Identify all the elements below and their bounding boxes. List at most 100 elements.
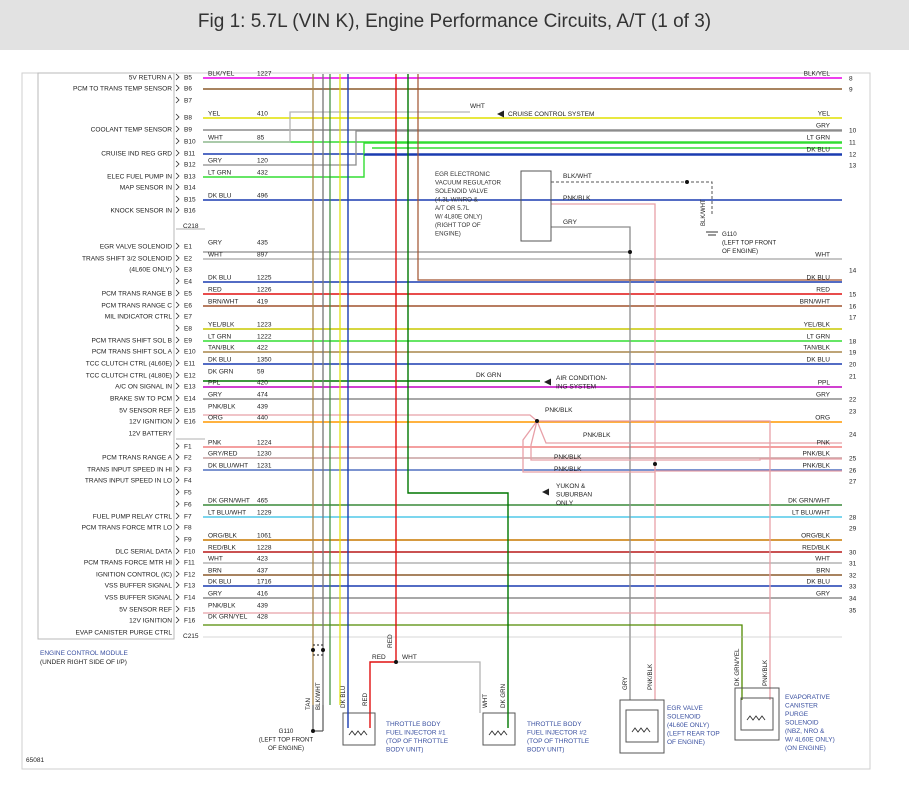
pin-id: F10 <box>184 549 196 556</box>
connector-number: 12 <box>849 152 857 159</box>
wire-color-label: GRY <box>208 240 223 247</box>
ecm-title: ENGINE CONTROL MODULE <box>40 650 129 657</box>
pin-id: B6 <box>184 86 192 93</box>
pin-function-label: PCM TRANS FORCE MTR HI <box>84 560 172 567</box>
cruise-system-label: CRUISE CONTROL SYSTEM <box>508 111 594 118</box>
pin-function-label: COOLANT TEMP SENSOR <box>91 127 173 134</box>
wire-color-label: BRN/WHT <box>208 299 238 306</box>
connector-pin-icon <box>175 500 180 508</box>
pin-function-label: EVAP CANISTER PURGE CTRL <box>76 630 173 637</box>
connector-number: 14 <box>849 268 857 275</box>
ecm-location: (UNDER RIGHT SIDE OF I/P) <box>40 659 127 666</box>
pin-id: E9 <box>184 338 192 345</box>
circuit-number: 59 <box>257 369 265 376</box>
wire-color-label: PNK/BLK <box>208 603 236 610</box>
pin-function-label: KNOCK SENSOR IN <box>110 208 172 215</box>
red-left-label: RED <box>372 654 386 661</box>
egr-valve-label: (4L60E ONLY) <box>667 722 709 729</box>
pin-id: E3 <box>184 267 192 274</box>
connector-number: 21 <box>849 374 857 381</box>
circuit-number: 1716 <box>257 579 272 586</box>
wire-color-label: DK GRN <box>208 369 234 376</box>
wire-color-label: ORG/BLK <box>208 533 238 540</box>
pin-id: B11 <box>184 151 195 158</box>
connector-number: 22 <box>849 397 857 404</box>
connector-pin-icon <box>175 183 180 191</box>
pin-id: E10 <box>184 349 196 356</box>
pnkblk-457-label: PNK/BLK <box>554 454 582 461</box>
connector-pin-icon <box>175 265 180 273</box>
circuit-number: 435 <box>257 240 268 247</box>
connector-number: 30 <box>849 550 857 557</box>
connector-c218-label: C218 <box>183 223 199 230</box>
pin-id: E8 <box>184 326 192 333</box>
vert-label-dkblu: DK BLU <box>340 686 347 708</box>
right-wire-label: BLK/YEL <box>804 71 831 78</box>
arrow-icon <box>497 110 504 118</box>
right-wire-label: GRY <box>816 591 831 598</box>
connector-pin-icon <box>175 206 180 214</box>
g110-top-label: OF ENGINE) <box>722 248 758 255</box>
pin-id: B8 <box>184 115 192 122</box>
circuit-number: 465 <box>257 498 268 505</box>
pin-function-label: VSS BUFFER SIGNAL <box>105 583 173 590</box>
egr-regulator-label: (4.3L W/NRO & <box>435 197 479 204</box>
page-title: Fig 1: 5.7L (VIN K), Engine Performance … <box>197 11 712 32</box>
connector-pin-icon <box>175 336 180 344</box>
pin-id: E1 <box>184 244 192 251</box>
pin-function-label: CRUISE IND REG GRD <box>101 151 172 158</box>
wire-color-label: YEL/BLK <box>208 322 235 329</box>
wire-ltgrn-b13 <box>203 142 842 178</box>
circuit-number: 120 <box>257 158 268 165</box>
pin-id: F14 <box>184 595 196 602</box>
ac-system-label: ING SYSTEM <box>556 384 596 391</box>
pin-id: E2 <box>184 256 192 263</box>
wire-brnwht-vert <box>417 74 842 281</box>
evap-label: W/ 4L60E ONLY) <box>785 737 835 744</box>
connector-pin-icon <box>175 324 180 332</box>
connector-pin-icon <box>175 417 180 425</box>
evap-label: (ON ENGINE) <box>785 745 826 752</box>
pin-id: F11 <box>184 560 195 567</box>
circuit-number: 1225 <box>257 275 272 282</box>
connector-number: 27 <box>849 479 857 486</box>
evap-box <box>734 687 780 741</box>
pin-function-label: TRANS INPUT SPEED IN HI <box>87 467 172 474</box>
pnkblk-433-label: PNK/BLK <box>583 432 611 439</box>
pin-function-label: FUEL PUMP RELAY CTRL <box>93 514 173 521</box>
wire-color-label: WHT <box>208 135 223 142</box>
pin-function-label: PCM TRANS FORCE MTR LO <box>82 525 172 532</box>
circuit-number: 416 <box>257 591 268 598</box>
circuit-number: 422 <box>257 345 268 352</box>
connector-pin-icon <box>175 581 180 589</box>
splice-dot <box>685 180 689 184</box>
pin-function-label: TCC CLUTCH CTRL (4L60E) <box>86 361 172 368</box>
circuit-number: 440 <box>257 415 268 422</box>
egr-regulator-label: ENGINE) <box>435 231 461 238</box>
wire-color-label: WHT <box>208 556 223 563</box>
circuit-number: 1061 <box>257 533 272 540</box>
pin-function-label: TCC CLUTCH CTRL (4L80E) <box>86 373 172 380</box>
connector-number: 19 <box>849 350 857 357</box>
circuit-number: 439 <box>257 404 268 411</box>
vert-label-dkgrn: DK GRN <box>500 684 507 708</box>
connector-number: 32 <box>849 573 857 580</box>
wire-color-label: GRY <box>208 591 223 598</box>
pin-id: F4 <box>184 478 192 485</box>
pin-function-label: PCM TO TRANS TEMP SENSOR <box>73 86 172 93</box>
pin-id: E7 <box>184 314 192 321</box>
wire-color-label: GRY <box>208 158 223 165</box>
pin-function-label: PCM TRANS RANGE B <box>102 291 173 298</box>
right-wire-label: PNK/BLK <box>803 463 831 470</box>
right-wire-label: ORG <box>815 415 830 422</box>
connector-pin-icon <box>175 616 180 624</box>
wire-color-label: ORG <box>208 415 223 422</box>
egr-valve-coil <box>625 709 659 743</box>
connector-pin-icon <box>175 523 180 531</box>
pin-function-label: VSS BUFFER SIGNAL <box>105 595 173 602</box>
connector-number: 20 <box>849 362 857 369</box>
wire-color-label: DK BLU <box>208 357 232 364</box>
pin-id: E5 <box>184 291 192 298</box>
wire-dkgrnyel-f16 <box>203 624 743 700</box>
circuit-number: 1222 <box>257 334 272 341</box>
